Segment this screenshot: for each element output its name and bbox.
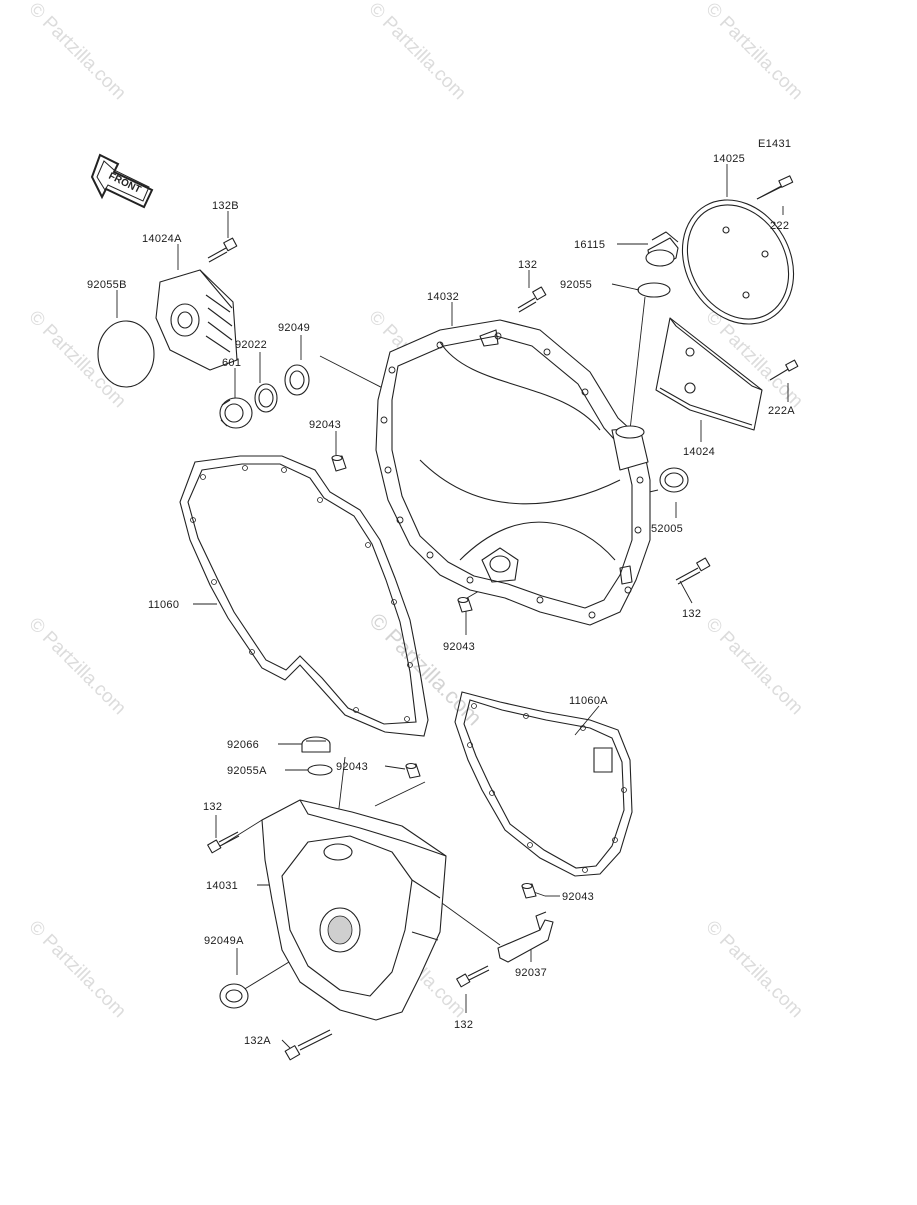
part-label-132-left: 132 — [203, 801, 222, 813]
part-label-92043-a: 92043 — [309, 419, 341, 431]
screw-222 — [756, 175, 794, 200]
watermark: © Partzilla.com — [24, 614, 129, 719]
gasket-11060a — [454, 691, 633, 877]
cover-14032 — [375, 319, 651, 626]
part-label-14025: 14025 — [713, 153, 745, 165]
watermark: © Partzilla.com — [24, 0, 129, 104]
part-label-14032: 14032 — [427, 291, 459, 303]
bolt-132-bottom — [456, 965, 490, 988]
watermark: © Partzilla.com — [701, 0, 806, 104]
oring-92055b — [97, 320, 155, 388]
part-label-132-top: 132 — [518, 259, 537, 271]
part-label-92066: 92066 — [227, 739, 259, 751]
part-label-222a: 222A — [768, 405, 795, 417]
part-label-52005: 52005 — [651, 523, 683, 535]
diagram-code: E1431 — [758, 138, 791, 150]
part-label-92043-b: 92043 — [443, 641, 475, 653]
seal-92049a — [219, 983, 249, 1009]
watermark: © Partzilla.com — [24, 307, 129, 412]
part-label-14031: 14031 — [206, 880, 238, 892]
dowel-pin-92043-c — [405, 762, 421, 779]
center-watermark: © Partzilla.com — [364, 608, 487, 731]
part-label-11060a: 11060A — [569, 695, 608, 707]
part-label-16115: 16115 — [574, 239, 605, 251]
part-label-132a: 132A — [244, 1035, 271, 1047]
part-label-601: 601 — [222, 357, 241, 369]
part-label-92049: 92049 — [278, 322, 310, 334]
part-label-92055: 92055 — [560, 279, 592, 291]
bolt-132a — [284, 1029, 333, 1061]
bearing-601 — [219, 397, 253, 429]
plug-92066 — [301, 736, 331, 753]
watermark: © Partzilla.com — [24, 917, 129, 1022]
part-label-92055b: 92055B — [87, 279, 127, 291]
pump-cover-14024a — [155, 269, 238, 371]
bolt-132-left — [207, 831, 240, 854]
dowel-pin-92043-a — [331, 454, 347, 472]
watermark: © Partzilla.com — [701, 917, 806, 1022]
part-label-14024a: 14024A — [142, 233, 182, 245]
part-label-132b: 132B — [212, 200, 239, 212]
part-label-92055a: 92055A — [227, 765, 267, 777]
watermark: © Partzilla.com — [701, 614, 806, 719]
dowel-pin-92043-d — [521, 882, 537, 899]
bolt-132b — [207, 237, 238, 263]
part-label-92043-c: 92043 — [336, 761, 368, 773]
seal-52005 — [659, 467, 689, 493]
bolt-132-top — [517, 286, 547, 313]
seal-92049 — [284, 364, 310, 396]
guard-14024 — [655, 317, 763, 431]
bolt-132-right — [675, 557, 711, 585]
screw-222a — [769, 359, 799, 381]
oring-92055 — [637, 282, 671, 298]
oring-92055a — [307, 764, 333, 776]
part-label-132-bottom: 132 — [454, 1019, 473, 1031]
part-label-92037: 92037 — [515, 967, 547, 979]
cover-14031 — [261, 799, 447, 1021]
part-label-92049a: 92049A — [204, 935, 244, 947]
part-label-132-right: 132 — [682, 608, 701, 620]
washer-92022 — [254, 383, 278, 413]
part-label-222: 222 — [770, 220, 789, 232]
part-label-11060: 11060 — [148, 599, 179, 611]
part-label-92043-d: 92043 — [562, 891, 594, 903]
cap-16115 — [645, 231, 679, 267]
bracket-92037 — [497, 911, 554, 963]
watermark: © Partzilla.com — [364, 0, 469, 104]
part-label-92022: 92022 — [235, 339, 267, 351]
cover-14025 — [681, 199, 795, 325]
part-label-14024: 14024 — [683, 446, 715, 458]
part-labels: 14025 222 132B 14024A 92055B 16115 132 9… — [87, 153, 795, 1047]
gasket-11060 — [179, 455, 429, 737]
front-arrow-icon: FRONT — [90, 153, 154, 209]
dowel-pin-92043-b — [457, 596, 473, 613]
